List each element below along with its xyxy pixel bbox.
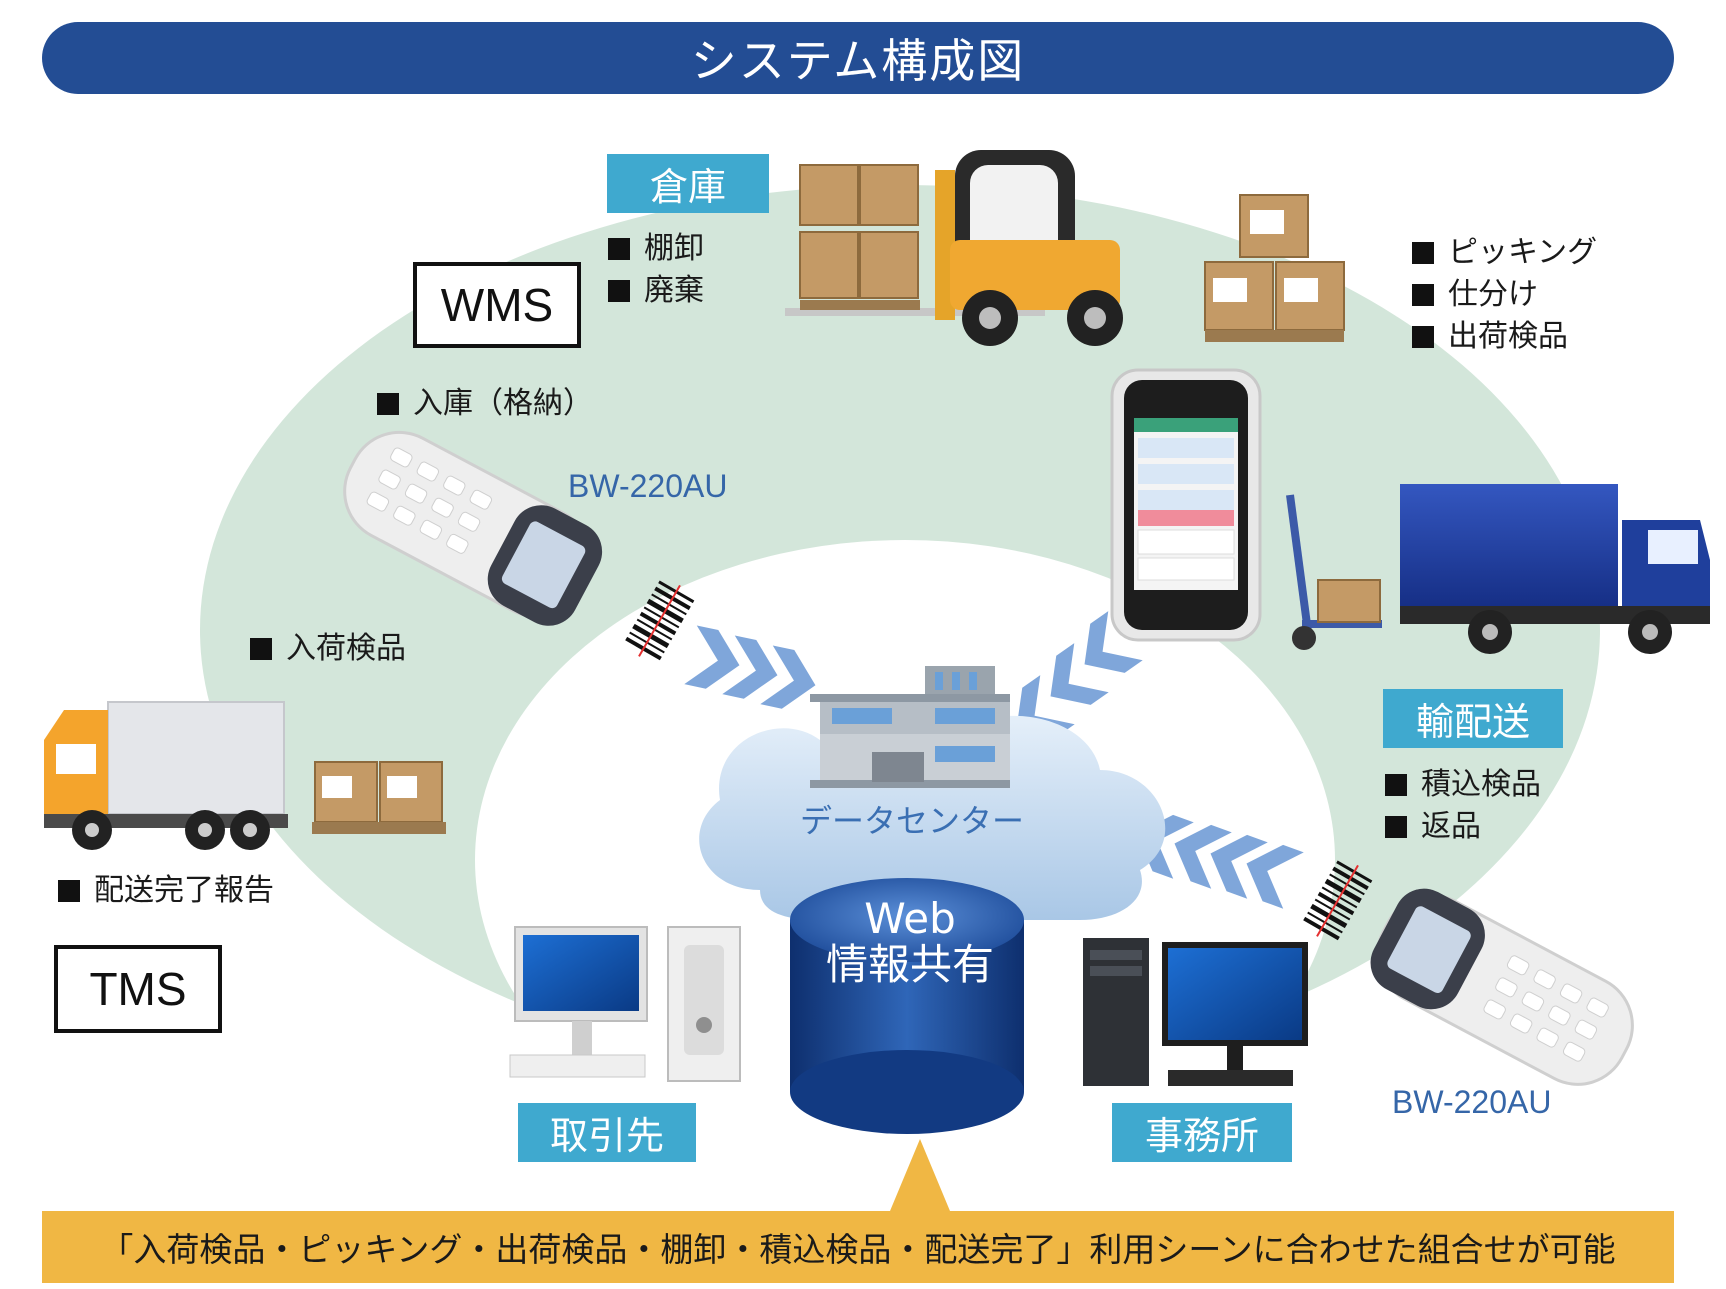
desktop-pc-icon — [509, 926, 741, 1082]
task-label: 廃棄 — [644, 273, 704, 308]
bullet-square-icon — [1412, 326, 1434, 348]
smartphone-icon — [1110, 368, 1262, 642]
cloud-icon — [699, 701, 1166, 920]
bullet-square-icon — [608, 280, 630, 302]
callout-pointer — [890, 1139, 950, 1211]
task-item: 出荷検品 — [1412, 316, 1568, 358]
handheld-scanner-icon — [1370, 888, 1634, 1086]
web-share-label: Web 情報共有 — [800, 896, 1020, 988]
task-item: 配送完了報告 — [58, 870, 274, 912]
bullet-square-icon — [377, 393, 399, 415]
tag-warehouse: 倉庫 — [607, 154, 769, 213]
orange-truck-icon — [44, 701, 288, 850]
task-label: 出荷検品 — [1448, 319, 1568, 354]
bullet-square-icon — [1385, 774, 1407, 796]
bullet-square-icon — [608, 238, 630, 260]
task-label: 仕分け — [1448, 277, 1538, 312]
task-label: 入荷検品 — [286, 631, 406, 666]
task-item: 廃棄 — [608, 270, 704, 312]
blue-truck-icon — [1400, 484, 1710, 654]
task-item: 棚卸 — [608, 228, 704, 270]
web-label-line: Web — [864, 894, 956, 943]
task-item: ピッキング — [1412, 232, 1597, 274]
handheld-scanner-icon — [343, 430, 603, 626]
boxes-icon — [1204, 194, 1345, 342]
bullet-square-icon — [58, 880, 80, 902]
task-label: 入庫（格納） — [413, 386, 593, 421]
task-label: 積込検品 — [1421, 767, 1541, 802]
tag-office: 事務所 — [1112, 1103, 1292, 1162]
task-item: 積込検品 — [1385, 764, 1541, 806]
page-title: システム構成図 — [690, 34, 1026, 88]
task-label: ピッキング — [1448, 235, 1598, 270]
pallet-icon — [312, 761, 446, 834]
barcode-icon — [625, 580, 695, 661]
tms-box: TMS — [54, 945, 222, 1033]
task-item: 入庫（格納） — [377, 383, 593, 425]
arrow-chevrons-icon — [684, 625, 816, 709]
bullet-square-icon — [1412, 284, 1434, 306]
bullet-square-icon — [1412, 242, 1434, 264]
wms-box: WMS — [413, 262, 581, 348]
task-label: 返品 — [1421, 809, 1481, 844]
tag-delivery: 輸配送 — [1383, 689, 1563, 748]
forklift-icon — [785, 150, 1123, 346]
datacenter-label: データセンター — [800, 802, 1025, 840]
title-banner: システム構成図 — [42, 22, 1674, 94]
barcode-icon — [1303, 860, 1373, 941]
scanner-model-label: BW-220AU — [568, 468, 728, 504]
task-label: 棚卸 — [644, 231, 704, 266]
footer-banner: 「入荷検品・ピッキング・出荷検品・棚卸・積込検品・配送完了」利用シーンに合わせた… — [42, 1211, 1674, 1283]
task-label: 配送完了報告 — [94, 873, 274, 908]
database-icon — [790, 878, 1024, 1134]
web-label-line: 情報共有 — [825, 940, 994, 989]
bullet-square-icon — [1385, 816, 1407, 838]
task-item: 入荷検品 — [250, 628, 406, 670]
building-icon — [810, 666, 1010, 788]
bullet-square-icon — [250, 638, 272, 660]
tag-client: 取引先 — [518, 1103, 696, 1162]
task-item: 返品 — [1385, 806, 1481, 848]
task-item: 仕分け — [1412, 274, 1538, 316]
scanner-model-label: BW-220AU — [1392, 1084, 1552, 1120]
desktop-pc-icon — [1083, 938, 1308, 1086]
hand-truck-icon — [1286, 494, 1382, 650]
